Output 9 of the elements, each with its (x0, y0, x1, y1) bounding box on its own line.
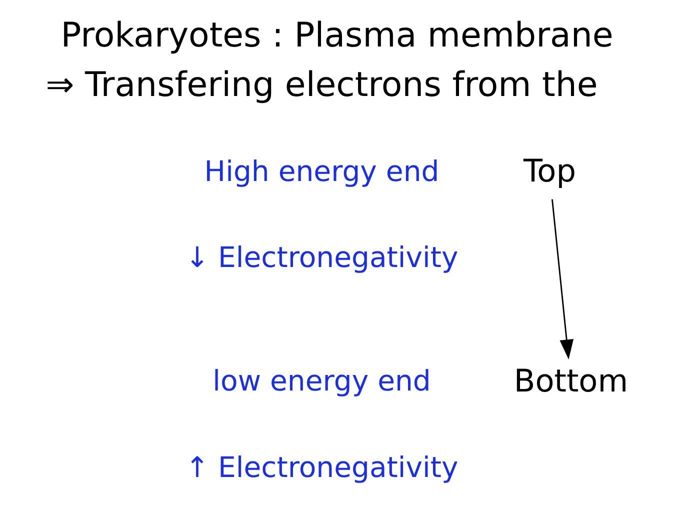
label: High energy end (204, 154, 439, 188)
arrow (551, 199, 574, 360)
node-text: Bottom (513, 363, 628, 400)
label: low energy end (212, 364, 430, 398)
diagram-title: Prokaryotes : Plasma membrane (60, 16, 613, 56)
label: ↓ Electronegativity (184, 241, 458, 274)
node-text: Top (522, 154, 576, 190)
label: ⇒ Transfering electrons from the (45, 65, 598, 106)
label: ↑ Electronegativity (184, 450, 458, 484)
